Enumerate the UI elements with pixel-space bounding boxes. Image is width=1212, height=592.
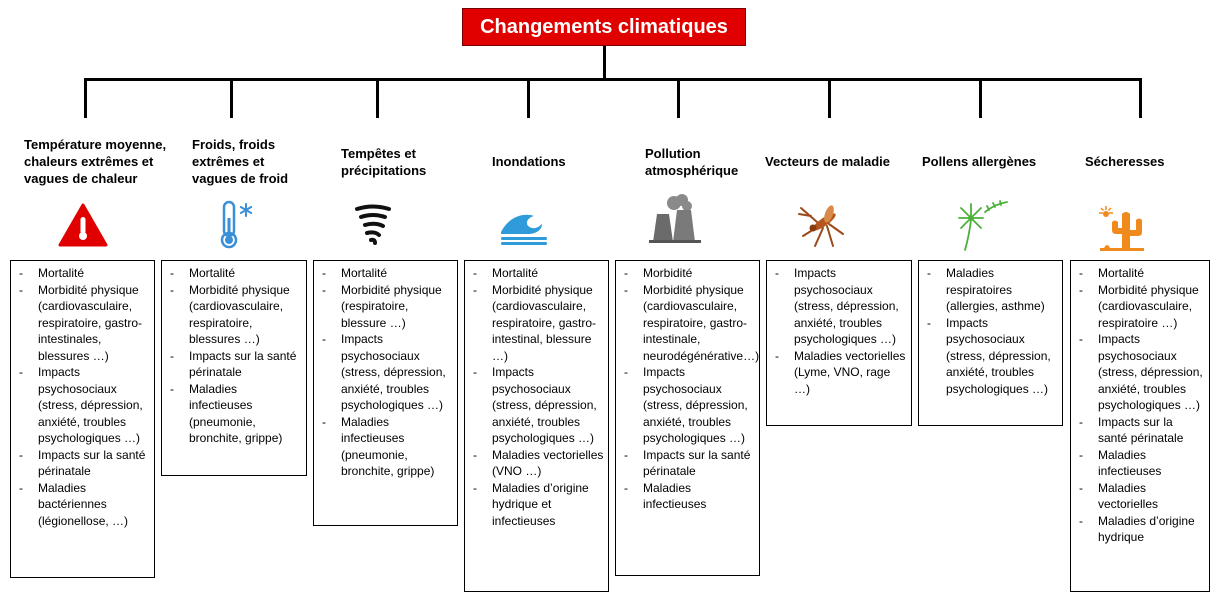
category-title: Température moyenne, chaleurs extrêmes e… bbox=[24, 137, 167, 186]
impact-item: Morbidité physique (cardiovasculaire, re… bbox=[166, 282, 302, 348]
category-title: Inondations bbox=[492, 154, 566, 169]
impact-item: Impacts sur la santé périnatale bbox=[620, 447, 755, 480]
impact-item: Impacts psychosociaux (stress, dépressio… bbox=[1075, 331, 1205, 414]
impact-item: Morbidité physique (cardiovasculaire, re… bbox=[15, 282, 150, 365]
impact-box: Mortalité Morbidité physique (cardiovasc… bbox=[10, 260, 155, 578]
impact-item: Maladies infectieuses bbox=[620, 480, 755, 513]
tornado-icon bbox=[355, 204, 391, 245]
horizontal-connector bbox=[84, 78, 1142, 81]
impact-item: Maladies infectieuses (pneumonie, bronch… bbox=[166, 381, 302, 447]
impact-item: Impacts psychosociaux (stress, dépressio… bbox=[771, 265, 907, 348]
impact-item: Maladies bactériennes (légionellose, …) bbox=[15, 480, 150, 530]
impact-item: Impacts psychosociaux (stress, dépressio… bbox=[620, 364, 755, 447]
category-title: Sécheresses bbox=[1085, 154, 1165, 169]
impact-item: Morbidité physique (cardiovasculaire, re… bbox=[1075, 282, 1205, 332]
category-title: Froids, froids extrêmes et vagues de fro… bbox=[192, 137, 289, 186]
impact-item: Morbidité bbox=[620, 265, 755, 282]
impact-box: Maladies respiratoires (allergies, asthm… bbox=[918, 260, 1063, 426]
mosquito-icon bbox=[798, 205, 844, 247]
warning-thermometer-icon bbox=[58, 203, 108, 247]
impact-item: Impacts sur la santé périnatale bbox=[1075, 414, 1205, 447]
impact-item: Impacts psychosociaux (stress, dépressio… bbox=[318, 331, 453, 414]
impact-box: Mortalité Morbidité physique (cardiovasc… bbox=[1070, 260, 1210, 592]
cactus-sun-icon bbox=[1099, 206, 1144, 251]
impact-box: Mortalité Morbidité physique (respiratoi… bbox=[313, 260, 458, 526]
impact-box: Mortalité Morbidité physique (cardiovasc… bbox=[161, 260, 307, 476]
branch-connector-3 bbox=[376, 78, 379, 118]
impact-item: Mortalité bbox=[15, 265, 150, 282]
branch-connector-2 bbox=[230, 78, 233, 118]
impact-item: Impacts psychosociaux (stress, dépressio… bbox=[15, 364, 150, 447]
impact-item: Maladies d’origine hydrique et infectieu… bbox=[469, 480, 604, 530]
thermometer-snowflake-icon bbox=[220, 200, 253, 249]
branch-connector-5 bbox=[677, 78, 680, 118]
impact-item: Maladies vectorielles (VNO …) bbox=[469, 447, 604, 480]
impact-item: Maladies d’origine hydrique bbox=[1075, 513, 1205, 546]
branch-connector-6 bbox=[828, 78, 831, 118]
branch-connector-4 bbox=[527, 78, 530, 118]
branch-connector-1 bbox=[84, 78, 87, 118]
impact-box: Mortalité Morbidité physique (cardiovasc… bbox=[464, 260, 609, 592]
impact-box: Impacts psychosociaux (stress, dépressio… bbox=[766, 260, 912, 426]
impact-item: Maladies vectorielles (Lyme, VNO, rage …… bbox=[771, 348, 907, 398]
impact-item: Mortalité bbox=[469, 265, 604, 282]
root-node: Changements climatiques bbox=[462, 8, 746, 46]
impact-box: Morbidité Morbidité physique (cardiovasc… bbox=[615, 260, 760, 576]
impact-item: Mortalité bbox=[166, 265, 302, 282]
impact-item: Morbidité physique (cardiovasculaire, re… bbox=[620, 282, 759, 365]
root-title: Changements climatiques bbox=[480, 15, 728, 38]
impact-item: Maladies respiratoires (allergies, asthm… bbox=[923, 265, 1058, 315]
impact-item: Maladies infectieuses bbox=[1075, 447, 1205, 480]
category-title: Vecteurs de maladie bbox=[765, 154, 891, 169]
impact-item: Mortalité bbox=[318, 265, 453, 282]
root-connector bbox=[603, 46, 606, 80]
impact-item: Morbidité physique (respiratoire, blessu… bbox=[318, 282, 453, 332]
impact-item: Impacts sur la santé périnatale bbox=[166, 348, 302, 381]
impact-item: Maladies vectorielles bbox=[1075, 480, 1205, 513]
impact-item: Impacts sur la santé périnatale bbox=[15, 447, 150, 480]
impact-item: Morbidité physique (cardiovasculaire, re… bbox=[469, 282, 604, 365]
impact-item: Impacts psychosociaux (stress, dépressio… bbox=[469, 364, 604, 447]
dandelion-icon bbox=[958, 200, 1008, 251]
impact-item: Maladies infectieuses (pneumonie, bronch… bbox=[318, 414, 453, 480]
factory-smoke-icon bbox=[649, 194, 701, 243]
category-title: Tempêtes et précipitations bbox=[341, 146, 427, 178]
branch-connector-7 bbox=[979, 78, 982, 118]
category-title: Pollens allergènes bbox=[922, 154, 1037, 169]
impact-item: Mortalité bbox=[1075, 265, 1205, 282]
branch-connector-8 bbox=[1139, 78, 1142, 118]
impact-item: Impacts psychosociaux (stress, dépressio… bbox=[923, 315, 1058, 398]
wave-icon bbox=[501, 214, 547, 245]
category-title: Pollution atmosphérique bbox=[645, 146, 739, 178]
